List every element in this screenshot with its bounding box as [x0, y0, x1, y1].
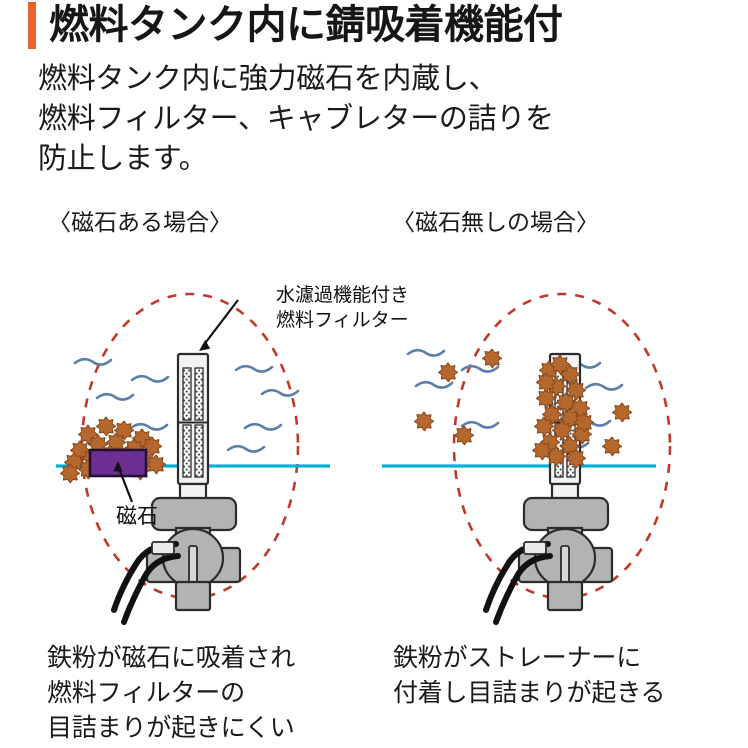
- lead-paragraph: 燃料タンク内に強力磁石を内蔵し、 燃料フィルター、キャブレターの詰りを 防止しま…: [38, 58, 718, 178]
- caption-left-line-2: 燃料フィルターの: [47, 678, 245, 707]
- filter-arrow-head: [199, 340, 211, 351]
- filter-callout-label: 水濾過機能付き 燃料フィルター: [276, 283, 409, 333]
- rust-particles-on-strainer: [531, 354, 595, 469]
- magnet-callout-label: 磁石: [116, 504, 158, 528]
- caption-without-magnet: 鉄粉がストレーナーに 付着し目詰まりが起きる: [393, 640, 666, 710]
- filter-callout-line-2: 燃料フィルター: [276, 309, 409, 331]
- filter-leader-arrow: [202, 299, 239, 347]
- lead-line-3: 防止します。: [38, 141, 208, 175]
- caption-left-line-1: 鉄粉が磁石に吸着され: [47, 643, 296, 672]
- magnet-arrow-head: [113, 461, 123, 472]
- caption-left-line-3: 目詰まりが起きにくい: [47, 713, 295, 742]
- lead-line-1: 燃料タンク内に強力磁石を内蔵し、: [38, 61, 498, 95]
- diagram-with-magnet: [0, 258, 374, 634]
- caption-right-line-1: 鉄粉がストレーナーに: [393, 643, 642, 672]
- page-title: 燃料タンク内に錆吸着機能付: [49, 2, 563, 48]
- diagram-without-magnet: [374, 258, 748, 634]
- page-title-row: 燃料タンク内に錆吸着機能付: [28, 2, 563, 49]
- case-label-without-magnet: 〈磁石無しの場合〉: [392, 210, 599, 236]
- hose-collar: [523, 541, 547, 555]
- filter-callout-line-1: 水濾過機能付き: [276, 284, 410, 306]
- hose-collar: [151, 541, 175, 555]
- fuel-wave-marks: [73, 357, 300, 453]
- magnet-leader-arrow: [116, 465, 134, 503]
- fuel-filter-assembly: [176, 352, 210, 502]
- title-accent-bar: [28, 2, 36, 49]
- caption-right-line-2: 付着し目詰まりが起きる: [393, 678, 666, 707]
- lead-line-2: 燃料フィルター、キャブレターの詰りを: [38, 101, 554, 135]
- petcock-valve-body: [517, 496, 614, 612]
- caption-with-magnet: 鉄粉が磁石に吸着され 燃料フィルターの 目詰まりが起きにくい: [47, 640, 295, 745]
- case-label-with-magnet: 〈磁石ある場合〉: [48, 210, 232, 236]
